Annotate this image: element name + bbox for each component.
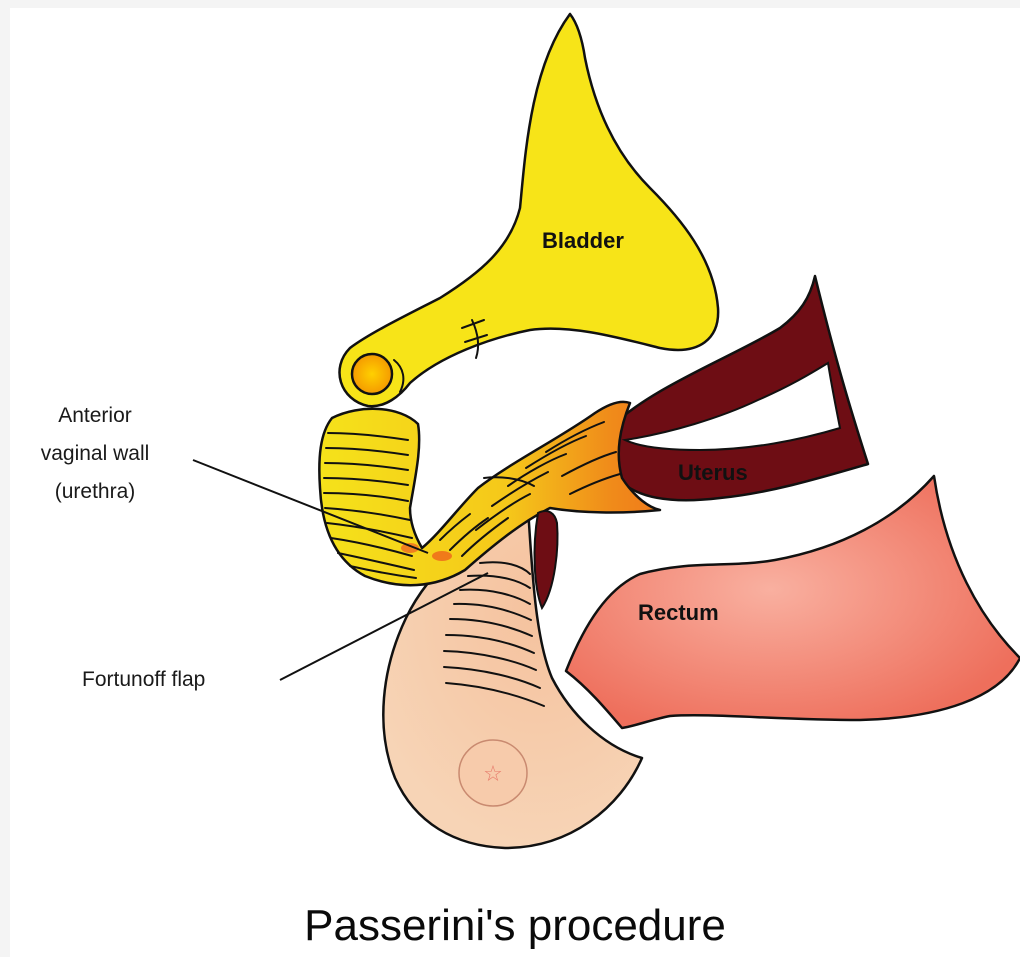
bladder-shape [340,14,719,406]
rectum-label: Rectum [638,600,719,625]
uterus-label: Uterus [678,460,748,485]
diagram-title: Passerini's procedure [304,901,726,950]
svg-text:☆: ☆ [483,762,503,787]
diagram-canvas: ☆ [10,8,1020,957]
rectum-shape [566,476,1020,728]
anatomy-diagram: ☆ [10,8,1020,957]
anterior-vaginal-wall-label-line3: (urethra) [55,480,136,503]
anterior-vaginal-wall-label-line1: Anterior [58,404,132,427]
bladder-label: Bladder [542,228,624,253]
fortunoff-flap-label: Fortunoff flap [82,668,205,691]
anterior-vaginal-wall-label-line2: vaginal wall [41,442,150,465]
